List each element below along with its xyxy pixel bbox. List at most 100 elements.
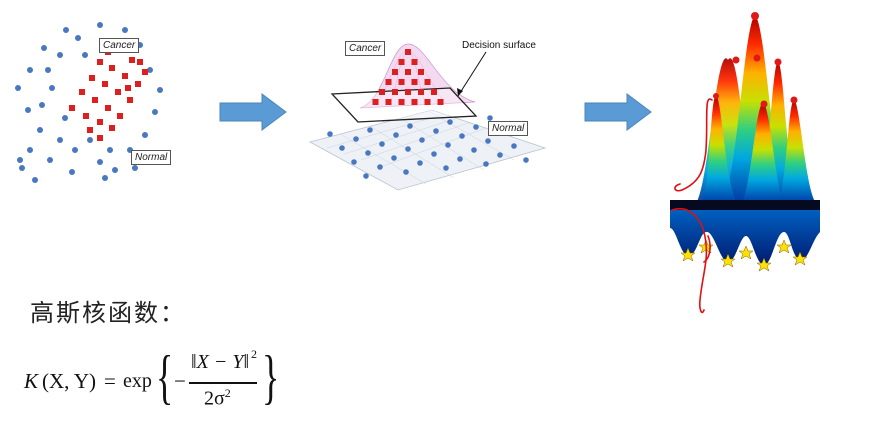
normal-point: [75, 35, 81, 41]
base-grid: [326, 111, 515, 185]
normal-point: [419, 137, 425, 143]
normal-point: [431, 151, 437, 157]
normal-point: [487, 115, 493, 121]
normal-point: [63, 27, 69, 33]
normal-point: [433, 128, 439, 134]
formula-denominator-exponent: 2: [224, 386, 231, 400]
normal-point: [367, 127, 373, 133]
right-arrow-1: [219, 93, 287, 131]
cancer-point: [125, 85, 131, 91]
cancer-point: [405, 69, 411, 75]
formula-left-brace: {: [156, 344, 174, 410]
cancer-point: [411, 79, 418, 85]
normal-point: [377, 164, 383, 170]
peak-mid: [740, 103, 786, 205]
middle-normal-label: Normal: [488, 121, 529, 136]
cancer-point: [385, 79, 392, 85]
normal-point: [457, 156, 463, 162]
decision-surface-annotation: Decision surface: [462, 40, 536, 51]
cancer-point: [137, 59, 143, 65]
normal-point: [443, 165, 449, 171]
peak-markers: [713, 12, 798, 108]
normal-point: [27, 67, 33, 73]
arrow-shape: [584, 93, 652, 131]
normal-point: [327, 131, 333, 137]
formula-numerator-exponent: 2: [251, 347, 257, 361]
section-title: 高斯核函数：: [30, 299, 186, 327]
valley-markers: [680, 239, 808, 272]
cancer-point: [418, 69, 424, 75]
peak-left: [700, 95, 740, 205]
formula-right-brace: }: [262, 344, 280, 410]
cancer-point: [418, 89, 424, 95]
peaks: [694, 16, 818, 206]
normal-point: [102, 175, 108, 181]
normal-point: [132, 165, 138, 171]
cancer-point: [411, 59, 418, 65]
formula-denominator: 2σ2: [204, 386, 231, 410]
cancer-point: [405, 89, 411, 95]
cancer-point: [437, 99, 444, 105]
cancer-point: [385, 99, 392, 105]
normal-point: [473, 124, 479, 130]
normal-point: [72, 147, 78, 153]
normal-point: [339, 145, 345, 151]
cancer-point: [87, 127, 93, 133]
formula-minus: −: [174, 369, 186, 393]
left-normal-label: Normal: [131, 150, 172, 165]
cancer-point: [122, 73, 128, 79]
bell-surface: [359, 43, 476, 109]
cancer-point: [105, 105, 111, 111]
annotation-arrowhead: [457, 88, 463, 96]
normal-point: [97, 159, 103, 165]
formula-fraction-bar: [189, 382, 257, 384]
right-arrow-2: [584, 93, 652, 131]
normal-point: [82, 52, 88, 58]
cancer-point: [109, 125, 115, 131]
cancer-point: [424, 79, 431, 85]
normal-point: [379, 141, 385, 147]
normal-point: [27, 147, 33, 153]
cancer-point: [79, 89, 85, 95]
normal-point: [32, 177, 38, 183]
normal-point: [483, 161, 489, 167]
normal-point: [459, 133, 465, 139]
peak-far-right: [776, 100, 818, 205]
annotation-pointer: [457, 51, 487, 97]
normal-point: [122, 27, 128, 33]
formula-k: K: [24, 369, 39, 393]
normal-point: [157, 87, 163, 93]
normal-point: [445, 142, 451, 148]
normal-point: [363, 173, 369, 179]
normal-point: [57, 137, 63, 143]
lower-surface: [670, 210, 820, 265]
cancer-points: [69, 47, 148, 141]
normal-points: [327, 115, 529, 179]
gaussian-peaks-plot: [670, 12, 820, 314]
normal-point: [405, 146, 411, 152]
cancer-point: [115, 89, 121, 95]
normal-point: [69, 169, 75, 175]
cancer-points: [372, 49, 444, 105]
cancer-point: [411, 99, 418, 105]
cancer-point: [92, 97, 98, 103]
cancer-point: [69, 105, 75, 111]
normal-point: [45, 67, 51, 73]
middle-surface-plot: [308, 43, 547, 191]
gaussian-kernel-formula: K (X, Y) = exp { − ‖X − Y‖ 2 2σ2 }: [24, 345, 324, 425]
normal-point: [112, 167, 118, 173]
cancer-point: [89, 75, 95, 81]
normal-point: [351, 159, 357, 165]
cancer-point: [97, 135, 103, 141]
normal-point: [407, 123, 413, 129]
formula-numerator: ‖X − Y‖: [191, 351, 250, 373]
normal-point: [15, 85, 21, 91]
cancer-point: [398, 99, 405, 105]
normal-point: [41, 45, 47, 51]
normal-point: [511, 143, 517, 149]
cancer-point: [83, 113, 89, 119]
normal-point: [49, 85, 55, 91]
normal-point: [485, 138, 491, 144]
formula-args: (X, Y): [42, 369, 97, 393]
surface-band: [670, 200, 820, 210]
